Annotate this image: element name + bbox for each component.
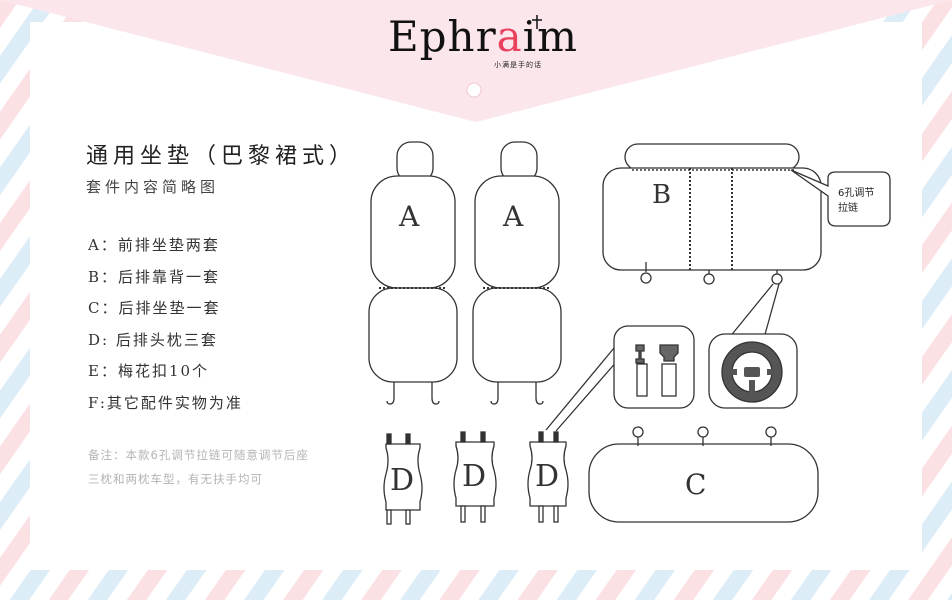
- headrest-label: D: [390, 463, 414, 498]
- front-seat-label: A: [502, 200, 524, 233]
- front-seat-cover-left: A: [368, 141, 458, 405]
- list-item: B：后排靠背一套: [88, 267, 221, 286]
- list-item: F:其它配件实物为准: [88, 393, 243, 412]
- note-text: 备注：本款6孔调节拉链可随意调节后座三枕和两枕车型，有无扶手均可: [88, 448, 309, 486]
- list-item: D: 后排头枕三套: [88, 330, 218, 349]
- brand-logo: Ephraim 小满是手的话: [388, 14, 578, 74]
- cross-icon: [532, 15, 542, 29]
- rear-seat-cover: C: [588, 426, 819, 523]
- buckle-detail: [545, 325, 695, 432]
- page-title: 通用坐垫（巴黎裙式）: [86, 144, 357, 169]
- rear-backrest-label: B: [652, 180, 671, 210]
- page-subtitle: 套件内容简略图: [86, 178, 220, 196]
- logo-tagline: 小满是手的话: [494, 61, 542, 69]
- contents-list: A：前排坐垫两套 B：后排靠背一套 C：后排坐垫一套 D: 后排头枕三套 E：梅…: [88, 235, 243, 424]
- zipper-callout-line1: 6孔调节: [838, 187, 874, 199]
- headrest-cover-1: D: [383, 433, 423, 525]
- headrest-label: D: [462, 459, 486, 494]
- list-item: C：后排坐垫一套: [88, 299, 221, 317]
- headrest-label: D: [535, 459, 559, 494]
- zipper-callout-line2: 拉链: [838, 201, 858, 214]
- list-item: A：前排坐垫两套: [88, 236, 220, 254]
- front-seat-label: A: [398, 200, 420, 233]
- front-seat-cover-right: A: [472, 141, 562, 405]
- plum-clip-detail: [708, 283, 798, 409]
- rear-seat-label: C: [685, 468, 706, 501]
- headrest-cover-2: D: [453, 431, 497, 523]
- logo-wordmark: Ephraim: [388, 12, 578, 61]
- rear-backrest-cover: B 6孔调节 拉链: [602, 143, 891, 285]
- headrest-cover-3: D: [527, 431, 569, 523]
- list-item: E：梅花扣10个: [88, 362, 210, 380]
